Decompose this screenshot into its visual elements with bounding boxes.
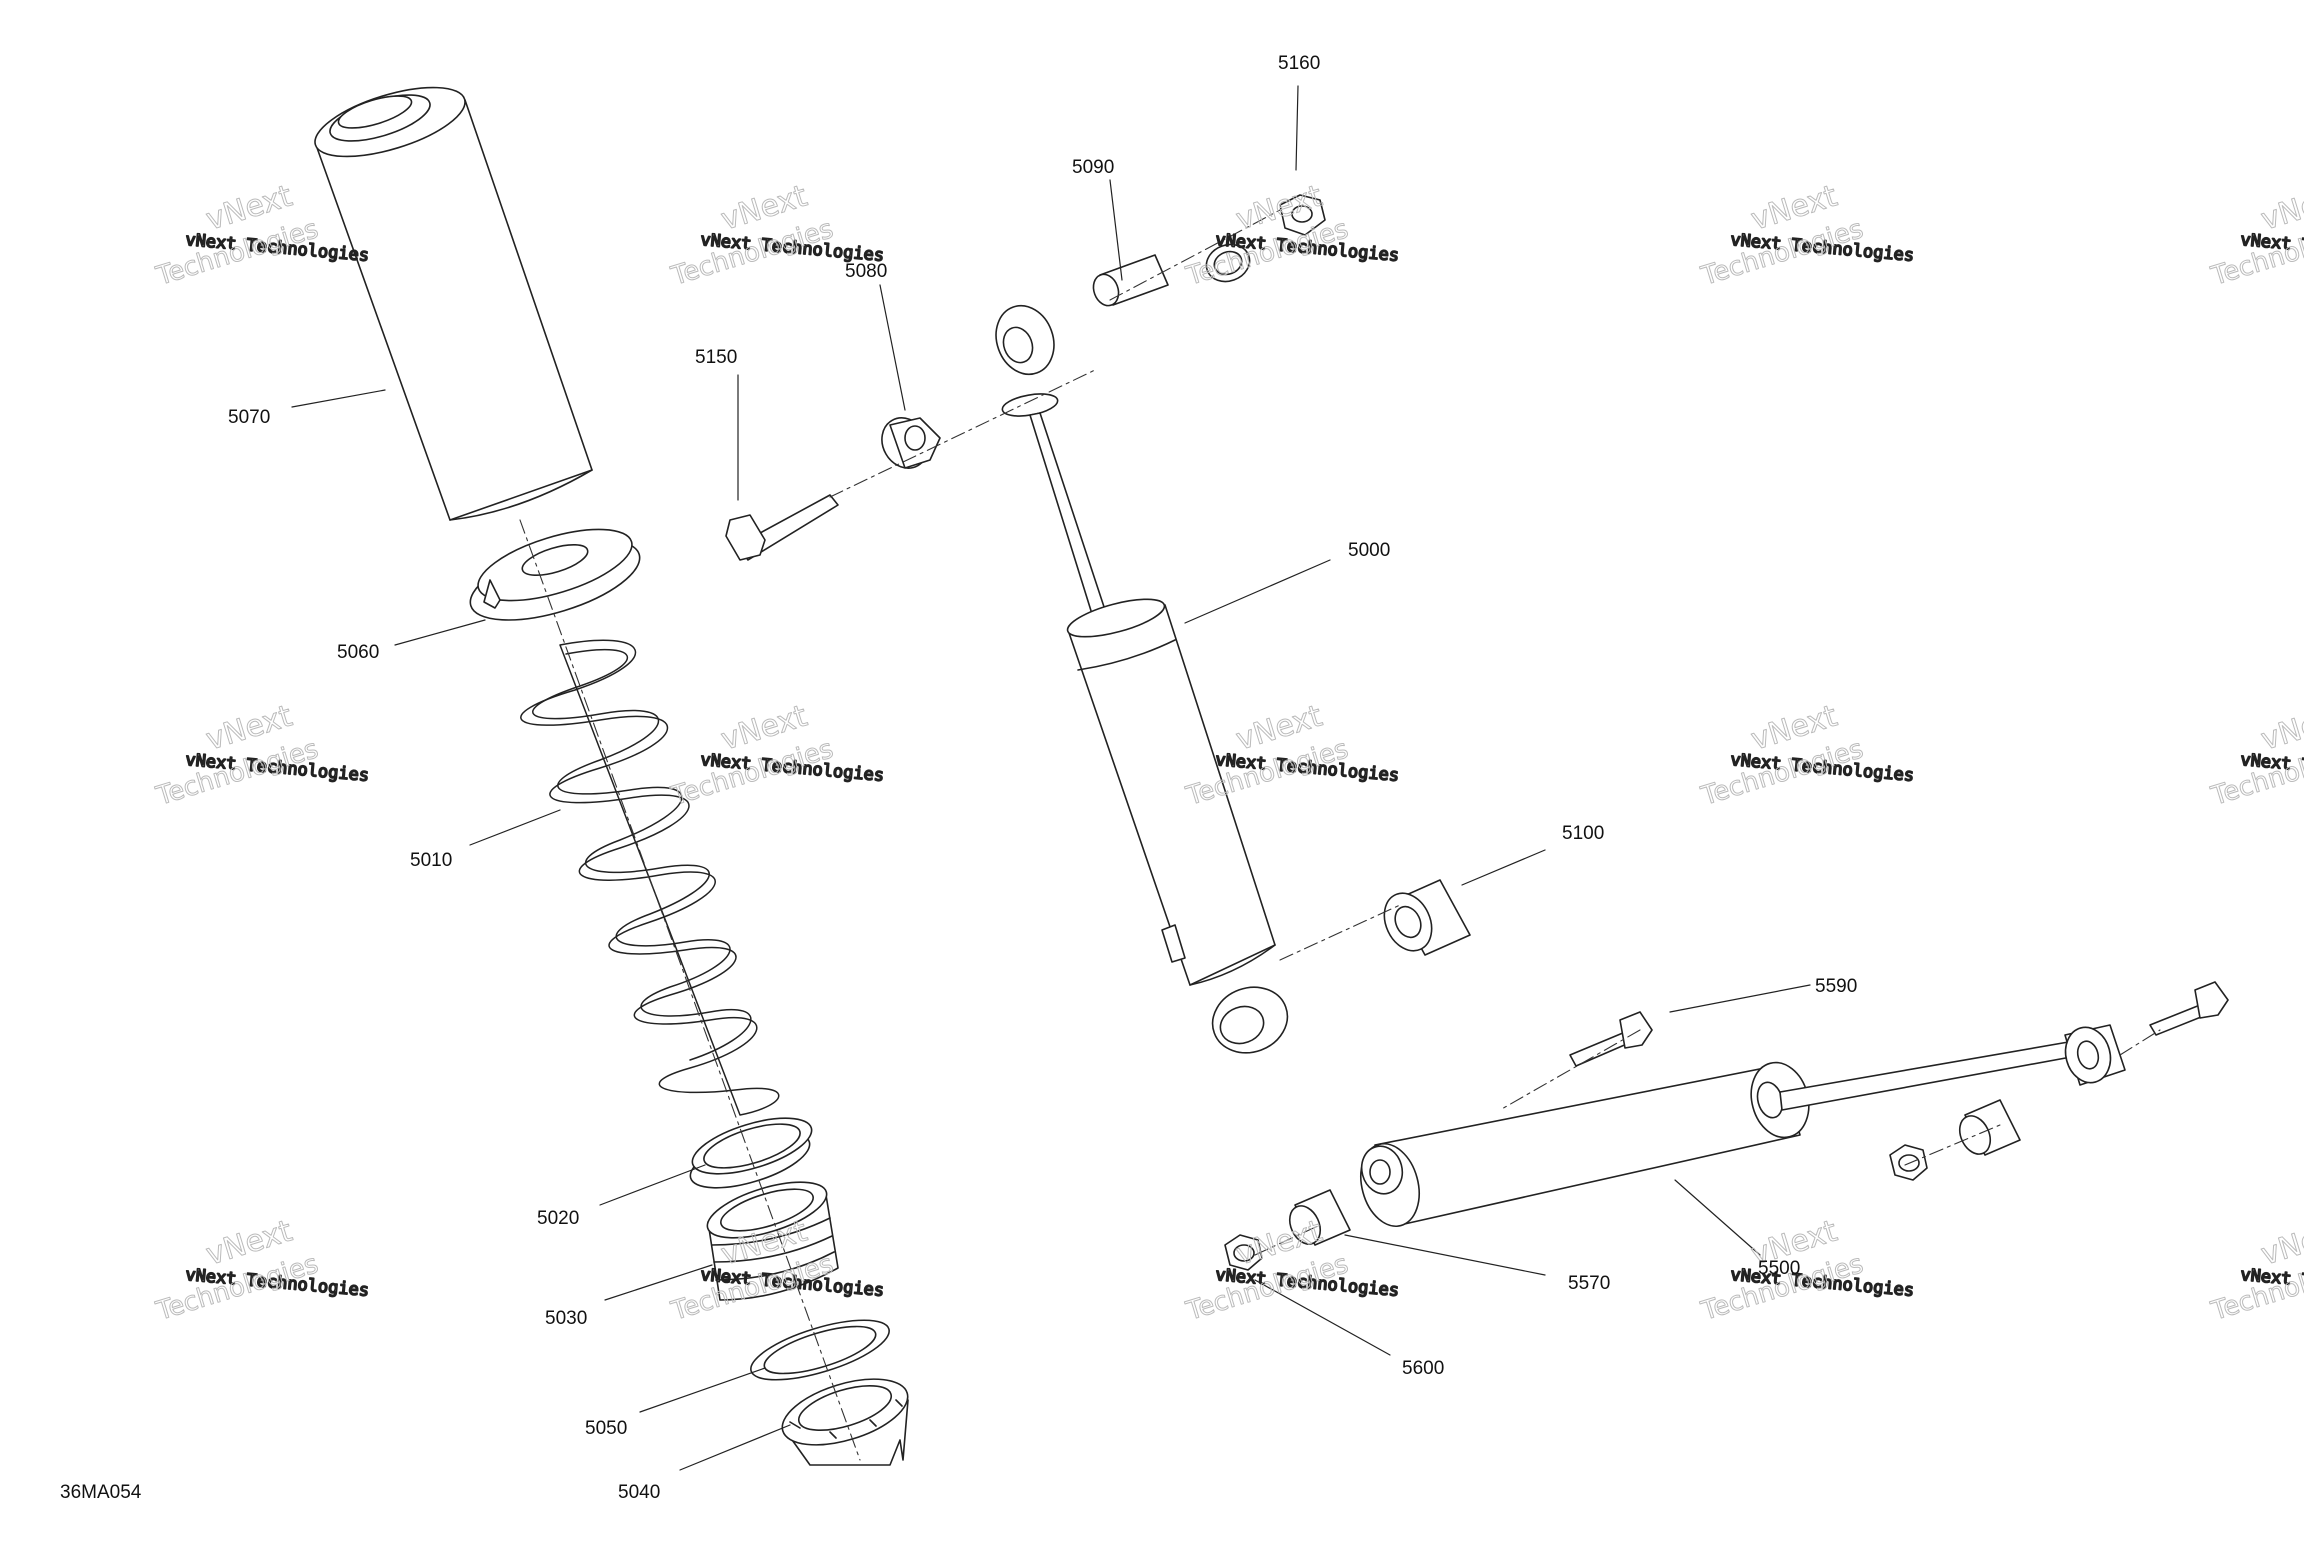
callout-5060: 5060 — [337, 642, 380, 663]
callout-5160: 5160 — [1278, 53, 1321, 74]
spring-retainer-5060 — [469, 528, 641, 621]
drawing-code: 36MA054 — [60, 1482, 142, 1503]
threaded-collar-5030 — [706, 1181, 839, 1301]
callout-5020: 5020 — [537, 1208, 580, 1229]
callout-5080: 5080 — [845, 261, 888, 282]
spacer-5570 — [1288, 1099, 2021, 1246]
callout-5030: 5030 — [545, 1308, 588, 1329]
shock-absorber-5000 — [995, 304, 1289, 1054]
callout-5050: 5050 — [585, 1418, 628, 1439]
callout-5070: 5070 — [228, 407, 271, 428]
callout-5100: 5100 — [1562, 823, 1605, 844]
bushing-5080 — [881, 417, 941, 469]
callout-5090: 5090 — [1072, 157, 1115, 178]
bolt-5150 — [725, 494, 839, 561]
nut-5160 — [1205, 194, 1326, 283]
bushing-5100 — [1383, 879, 1471, 956]
callout-5570: 5570 — [1568, 1273, 1611, 1294]
adjuster-ring-5020 — [689, 1117, 813, 1189]
callout-5040: 5040 — [618, 1482, 661, 1503]
callout-5010: 5010 — [410, 850, 453, 871]
coil-spring-5010 — [520, 639, 780, 1116]
callout-5500: 5500 — [1758, 1258, 1801, 1279]
leader-lines — [291, 85, 1811, 1471]
callout-5000: 5000 — [1348, 540, 1391, 561]
stabilizer-damper-5500 — [1360, 1024, 2126, 1228]
bolt-5590 — [1569, 981, 2229, 1067]
sleeve-5090 — [1092, 254, 1169, 307]
watermark-logo: vNext — [2257, 178, 2304, 237]
spring-cover-5070 — [314, 86, 593, 521]
callout-5150: 5150 — [695, 347, 738, 368]
callout-5590: 5590 — [1815, 976, 1858, 997]
watermark-logo: vNext — [2257, 698, 2304, 757]
nut-5600 — [1224, 1144, 1928, 1271]
callout-5600: 5600 — [1402, 1358, 1445, 1379]
axis-lines — [519, 209, 2161, 1461]
watermark-logo: vNext — [2257, 1213, 2304, 1272]
spring-seat-5040 — [781, 1378, 909, 1466]
